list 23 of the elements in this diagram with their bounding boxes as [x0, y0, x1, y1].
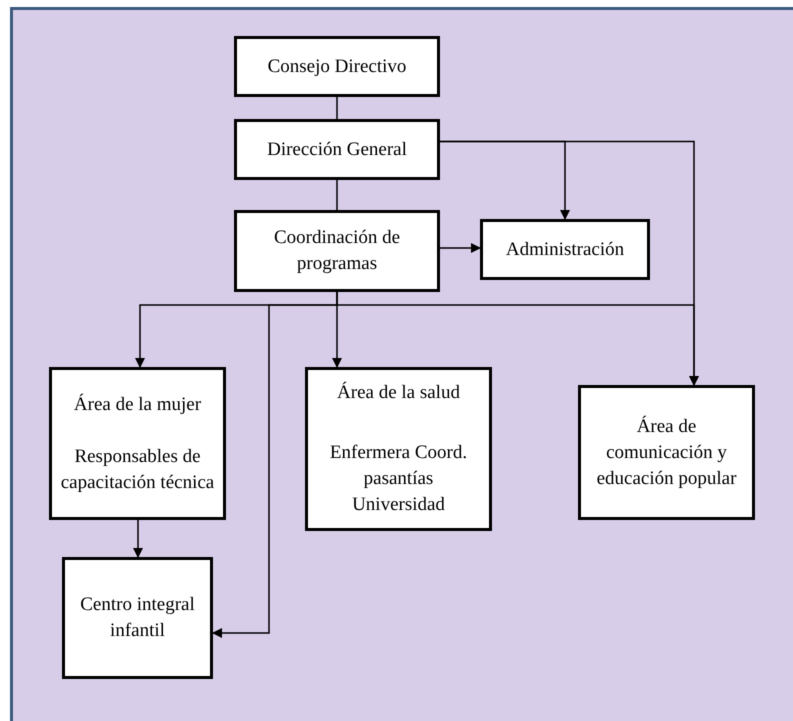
- org-box: [305, 367, 492, 531]
- box-title: Dirección General: [267, 138, 407, 162]
- box-title: Consejo Directivo: [268, 54, 406, 78]
- org-box: [234, 119, 440, 180]
- connector-line: [336, 97, 338, 119]
- box-title: Centro integral infantil: [79, 593, 196, 643]
- org-box: [578, 385, 755, 520]
- org-box: [480, 219, 650, 280]
- org-box: [234, 36, 440, 97]
- box-title: Área de comunicación y educación popular: [596, 414, 738, 490]
- arrow: [336, 292, 699, 386]
- box-title: Área de la salud: [337, 380, 460, 405]
- connector-line: [336, 180, 338, 210]
- org-box: [234, 210, 440, 292]
- box-title: Administración: [506, 238, 624, 262]
- arrow: [440, 243, 481, 253]
- box-title: Coordinación de programas: [272, 226, 402, 276]
- org-box: [49, 367, 226, 520]
- box-body: Enfermera Coord. pasantías Universidad: [328, 441, 468, 517]
- box-body: Responsables de capacitación técnica: [60, 444, 215, 494]
- org-box: [62, 557, 213, 679]
- box-title: Área de la mujer: [74, 392, 202, 416]
- arrow: [133, 520, 143, 558]
